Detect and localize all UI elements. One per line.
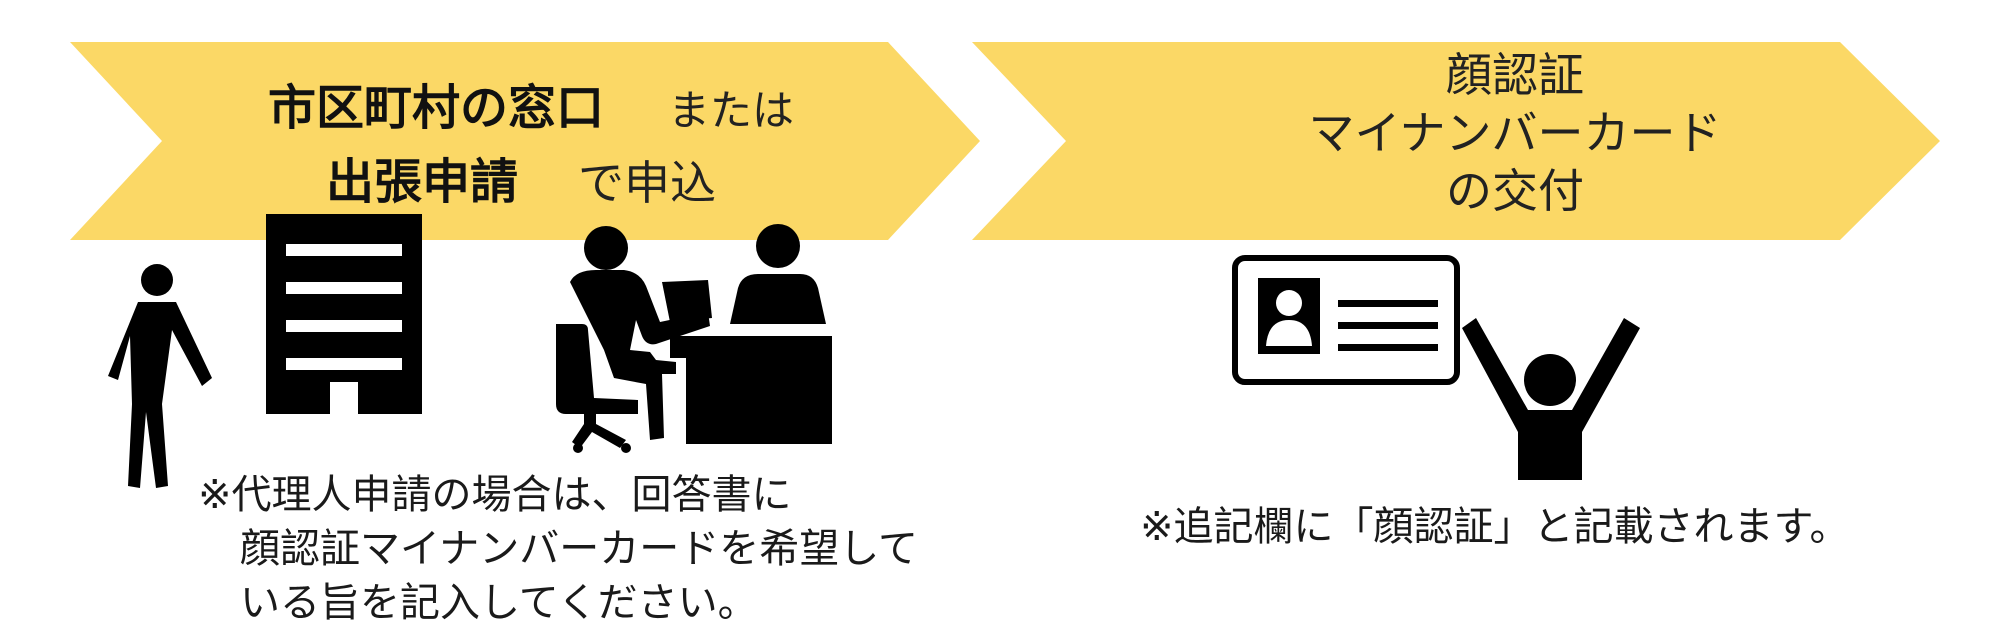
step2-title: 顔認証 マイナンバーカード の交付: [1190, 46, 1840, 220]
step1-chevron-arrow: [70, 42, 980, 240]
office-building-icon: [266, 214, 422, 414]
step1-note-line: いる旨を記入してください。: [240, 580, 758, 626]
step2-title-line: 顔認証: [1446, 48, 1584, 102]
service-counter-icon: [556, 224, 832, 453]
step1-title-or: または: [668, 86, 795, 135]
step2-title-line: マイナンバーカード: [1308, 106, 1722, 160]
step1-note: ※代理人申請の場合は、回答書に 顔認証マイナンバーカードを希望して いる旨を記入…: [198, 468, 918, 630]
step2-chevron-arrow: [972, 42, 1940, 240]
step1-note-line: ※代理人申請の場合は、回答書に: [198, 472, 792, 518]
id-card-icon: [1232, 255, 1460, 385]
person-walking-icon: [108, 264, 212, 488]
step1-title-counter: 市区町村の窓口: [268, 80, 605, 136]
step1-note-line: 顔認証マイナンバーカードを希望して: [240, 526, 918, 572]
step2-title-line: の交付: [1446, 164, 1584, 218]
step2-note: ※追記欄に「顔認証」と記載されます。: [1140, 504, 1850, 550]
step1-title-apply: で申込: [578, 156, 716, 210]
person-cheering-icon: [1462, 318, 1640, 480]
step1-title-outreach: 出張申請: [326, 154, 519, 210]
